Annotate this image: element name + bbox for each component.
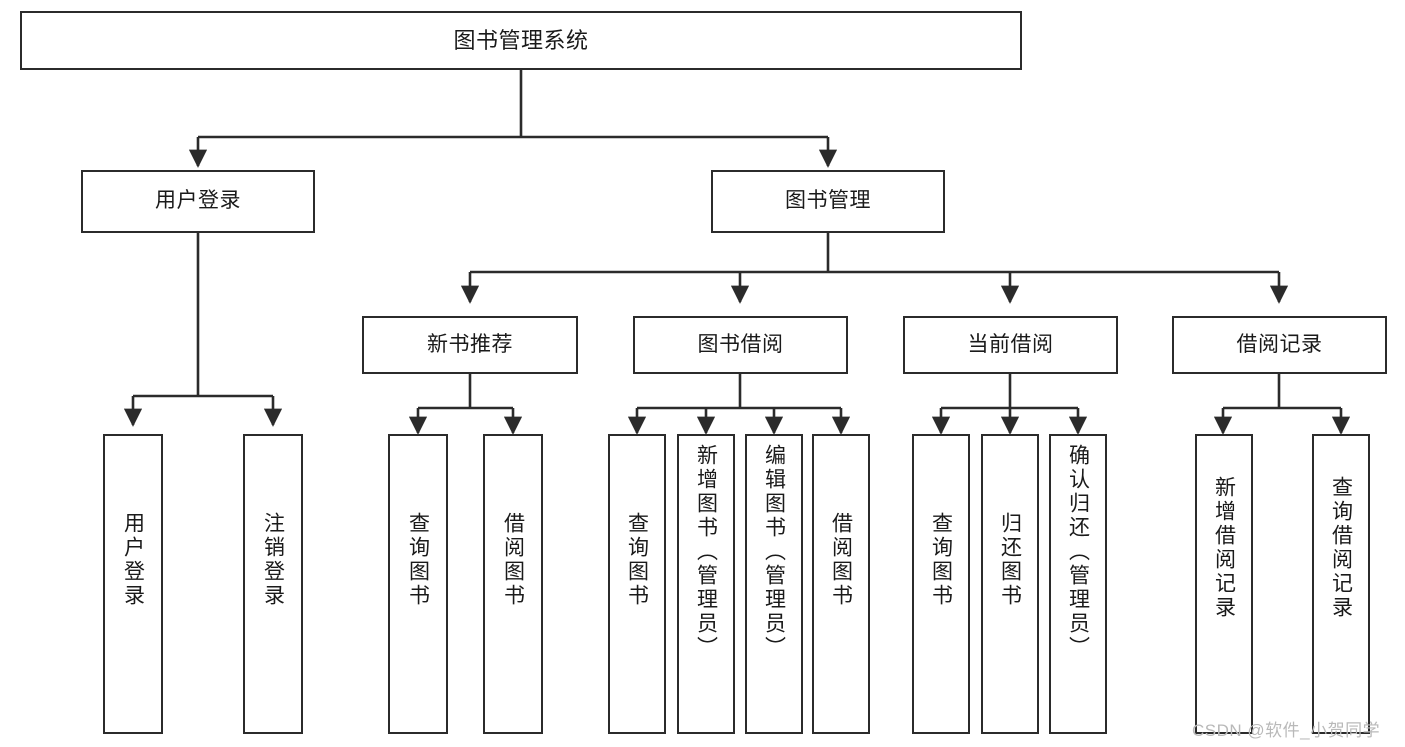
node-new-book-rec-label: 新书推荐 xyxy=(427,332,513,356)
node-leaf-query-record[interactable]: 查询借阅记录 xyxy=(1312,434,1370,734)
node-borrow-record-label: 借阅记录 xyxy=(1236,332,1323,356)
node-leaf-logout-login-label: 注销登录 xyxy=(261,512,285,608)
node-root[interactable]: 图书管理系统 xyxy=(20,11,1022,70)
node-leaf-confirm-return-label: 确认归还（管理员） xyxy=(1066,444,1090,660)
node-borrow-record[interactable]: 借阅记录 xyxy=(1172,316,1387,374)
node-user-login-label: 用户登录 xyxy=(155,189,241,213)
node-leaf-query-book-1-label: 查询图书 xyxy=(406,512,430,608)
node-leaf-query-book-1[interactable]: 查询图书 xyxy=(388,434,448,734)
node-new-book-rec[interactable]: 新书推荐 xyxy=(362,316,578,374)
node-leaf-logout-login[interactable]: 注销登录 xyxy=(243,434,303,734)
node-leaf-add-record[interactable]: 新增借阅记录 xyxy=(1195,434,1253,734)
node-leaf-borrow-book-2-label: 借阅图书 xyxy=(829,512,853,608)
node-leaf-return-book[interactable]: 归还图书 xyxy=(981,434,1039,734)
node-leaf-query-book-2[interactable]: 查询图书 xyxy=(608,434,666,734)
node-leaf-add-book-label: 新增图书（管理员） xyxy=(694,444,718,660)
node-leaf-query-book-2-label: 查询图书 xyxy=(625,512,649,608)
node-current-borrow-label: 当前借阅 xyxy=(967,332,1054,356)
node-user-login[interactable]: 用户登录 xyxy=(81,170,315,233)
node-current-borrow[interactable]: 当前借阅 xyxy=(903,316,1118,374)
watermark: CSDN @软件_小贺同学 xyxy=(1192,721,1381,740)
node-leaf-borrow-book-1[interactable]: 借阅图书 xyxy=(483,434,543,734)
node-leaf-add-record-label: 新增借阅记录 xyxy=(1212,476,1236,620)
node-leaf-query-record-label: 查询借阅记录 xyxy=(1329,476,1353,620)
node-book-manage-label: 图书管理 xyxy=(785,189,871,213)
node-leaf-return-book-label: 归还图书 xyxy=(998,512,1022,608)
node-leaf-confirm-return[interactable]: 确认归还（管理员） xyxy=(1049,434,1107,734)
node-leaf-edit-book[interactable]: 编辑图书（管理员） xyxy=(745,434,803,734)
node-book-borrow[interactable]: 图书借阅 xyxy=(633,316,848,374)
node-leaf-user-login-label: 用户登录 xyxy=(121,512,145,608)
node-leaf-borrow-book-2[interactable]: 借阅图书 xyxy=(812,434,870,734)
node-leaf-edit-book-label: 编辑图书（管理员） xyxy=(762,444,786,660)
node-leaf-query-book-3[interactable]: 查询图书 xyxy=(912,434,970,734)
node-leaf-add-book[interactable]: 新增图书（管理员） xyxy=(677,434,735,734)
node-root-label: 图书管理系统 xyxy=(453,27,589,53)
node-book-manage[interactable]: 图书管理 xyxy=(711,170,945,233)
node-book-borrow-label: 图书借阅 xyxy=(697,332,784,356)
node-leaf-query-book-3-label: 查询图书 xyxy=(929,512,953,608)
node-leaf-user-login[interactable]: 用户登录 xyxy=(103,434,163,734)
node-leaf-borrow-book-1-label: 借阅图书 xyxy=(501,512,525,608)
